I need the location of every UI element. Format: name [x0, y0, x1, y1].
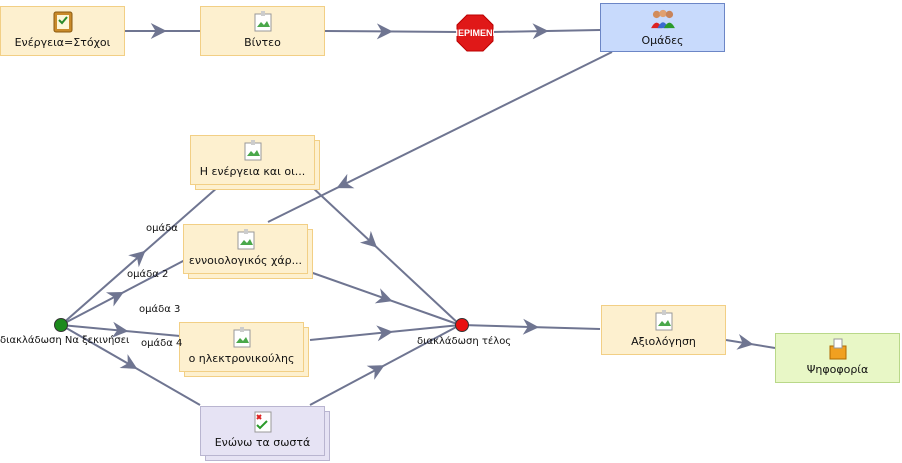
activity-concept-map[interactable]: εννοιολογικός χάρ...	[183, 224, 308, 274]
stop-sign-icon[interactable]: ΠΕΡΙΜΕΝΕ	[456, 14, 494, 52]
arrowhead	[376, 23, 393, 40]
image-page-icon	[655, 310, 672, 331]
notebook-icon	[53, 11, 72, 33]
arrowhead	[736, 334, 754, 350]
arrowhead	[111, 321, 129, 338]
activity-match[interactable]: Ενώνω τα σωστά	[200, 406, 325, 456]
image-page-icon	[244, 140, 261, 161]
image-page-icon	[254, 11, 271, 32]
activity-label: Ψηφοφορία	[806, 363, 869, 376]
activity-e-ball[interactable]: ο ηλεκτρονικούλης	[179, 322, 304, 372]
ballot-box-icon	[829, 338, 846, 360]
arrowhead	[150, 23, 167, 39]
arrowhead	[532, 23, 549, 40]
stop-label: ΠΕΡΙΜΕΝΕ	[456, 28, 494, 38]
activity-label: Βίντεο	[244, 36, 281, 49]
arrowhead	[106, 292, 124, 307]
end-gate[interactable]	[455, 318, 469, 332]
activity-evaluation[interactable]: Αξιολόγηση	[601, 305, 726, 355]
edge-label-group-4: ομάδα 4	[141, 338, 183, 349]
activity-video[interactable]: Βίντεο	[200, 6, 325, 56]
arrowhead	[359, 230, 378, 248]
start-gate[interactable]	[54, 318, 68, 332]
arrowhead	[119, 354, 138, 369]
activity-label: Ενώνω τα σωστά	[214, 436, 311, 449]
arrowhead	[128, 250, 146, 268]
activity-vote[interactable]: Ψηφοφορία	[775, 333, 900, 383]
arrowhead	[336, 173, 355, 189]
activity-label: Ενέργεια=Στόχοι	[14, 36, 111, 49]
groups-label: Ομάδες	[641, 34, 684, 47]
matching-icon	[254, 411, 271, 433]
groups-node[interactable]: Ομάδες	[600, 3, 725, 52]
edge-label-group-3: ομάδα 3	[139, 304, 181, 315]
activity-energeia[interactable]: Ενέργεια=Στόχοι	[0, 6, 125, 56]
edge-label-group: ομάδα	[146, 223, 178, 234]
activity-label: Η ενέργεια και οι...	[199, 165, 306, 178]
image-page-icon	[233, 327, 250, 348]
arrowhead	[374, 288, 393, 304]
arrowhead	[366, 365, 385, 380]
edge-label-group-2: ομάδα 2	[127, 269, 169, 280]
arrowhead	[376, 325, 393, 342]
activity-label: ο ηλεκτρονικούλης	[188, 352, 295, 365]
people-icon	[650, 9, 675, 29]
activity-label: εννοιολογικός χάρ...	[188, 254, 303, 267]
arrowhead	[522, 318, 539, 335]
activity-label: Αξιολόγηση	[631, 335, 696, 348]
activity-energy-and[interactable]: Η ενέργεια και οι...	[190, 135, 315, 185]
start-gate-label: διακλάδωση Να ξεκινήσει	[0, 335, 130, 346]
image-page-icon	[237, 229, 254, 250]
end-gate-label: διακλάδωση τέλος	[417, 336, 512, 347]
